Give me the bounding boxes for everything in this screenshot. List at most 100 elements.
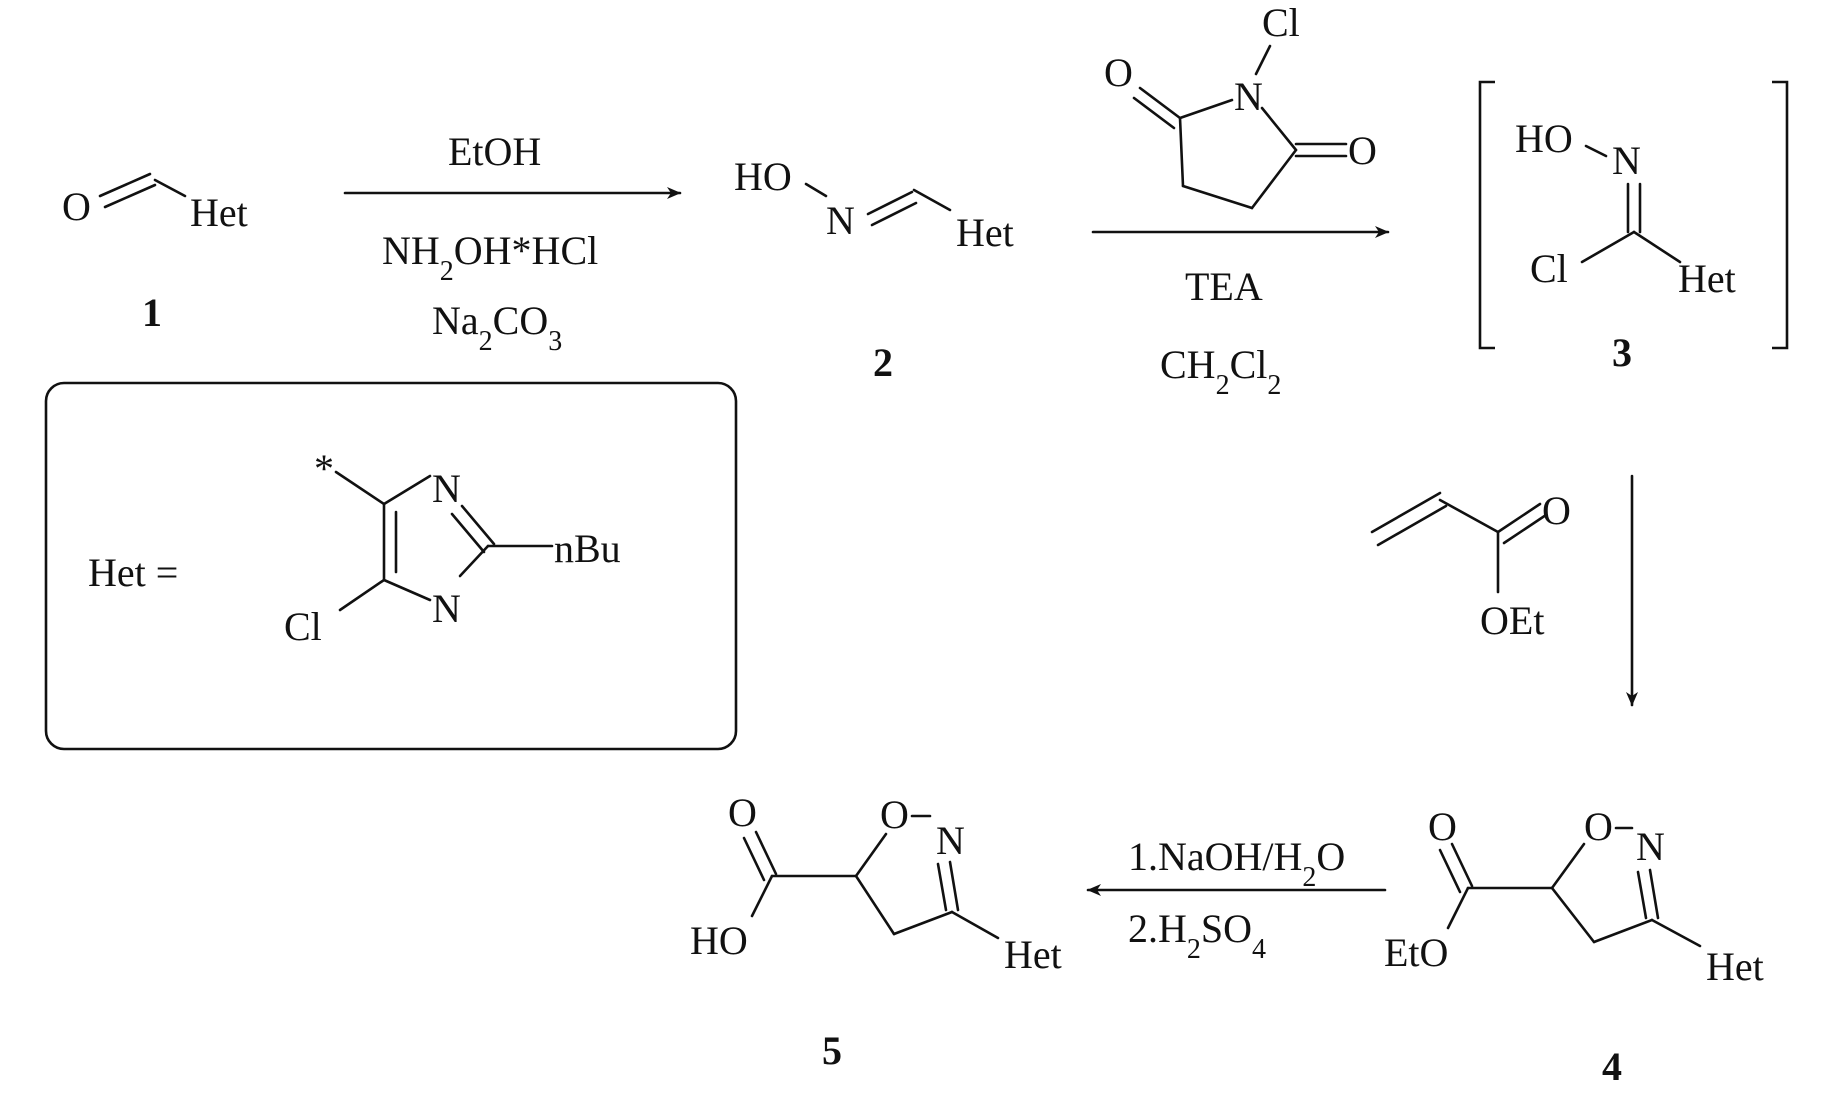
bond <box>450 512 486 554</box>
bond <box>1376 504 1448 547</box>
bond <box>1446 886 1470 930</box>
het-equals-label: Het = <box>88 550 178 595</box>
bond <box>1632 230 1682 264</box>
reagent-ethanol: EtOH <box>448 129 541 174</box>
bond <box>1636 870 1648 920</box>
bond <box>1650 918 1702 948</box>
compound-3: HO N Cl Het 3 <box>1478 80 1789 375</box>
right-bracket <box>1772 80 1789 350</box>
hydroxyl-group: HO <box>690 918 748 963</box>
bond <box>1250 148 1298 210</box>
ring-nitrogen: N <box>936 818 965 863</box>
step-4-arrow: 1.NaOH/H2O 2.H2SO4 <box>1086 834 1387 965</box>
bond <box>1132 96 1176 130</box>
hydroxyl-group: HO <box>1515 116 1573 161</box>
imidazole-nitrogen: N <box>432 466 461 511</box>
bond <box>1370 491 1442 534</box>
bond <box>1584 144 1608 158</box>
nitrogen-atom: N <box>826 198 855 243</box>
het-group: Het <box>1678 256 1736 301</box>
bond <box>912 188 952 212</box>
carbonyl-oxygen: O <box>1542 488 1571 533</box>
hydroxyl-group: HO <box>734 154 792 199</box>
legend-frame <box>44 381 738 751</box>
compound-number: 4 <box>1602 1044 1622 1089</box>
bond <box>1438 498 1500 534</box>
reagent-triethylamine: TEA <box>1185 264 1263 309</box>
carbonyl-oxygen: O <box>728 790 757 835</box>
bond <box>334 470 386 506</box>
ring-oxygen: O <box>880 792 909 837</box>
ring-nitrogen: N <box>1636 824 1665 869</box>
imidazole-nitrogen: N <box>432 586 461 631</box>
bond <box>382 474 432 506</box>
bond <box>936 862 948 912</box>
oxygen-atom: O <box>62 184 91 229</box>
compound-4: O EtO O N Het 4 <box>1384 804 1764 1089</box>
reagent-hydroxylamine: NH2OH*HCl <box>382 228 598 287</box>
nitrogen-atom: N <box>1612 138 1641 183</box>
ethoxy-group: OEt <box>1480 598 1544 643</box>
ethoxy-group: EtO <box>1384 930 1448 975</box>
chlorine-atom: Cl <box>284 604 322 649</box>
bond <box>892 910 954 936</box>
bond <box>1438 848 1462 894</box>
reagent-acid: 2.H2SO4 <box>1128 906 1266 965</box>
chlorine-atom: Cl <box>1262 0 1300 45</box>
carbonyl-oxygen: O <box>1428 804 1457 849</box>
reagent-dichloromethane: CH2Cl2 <box>1160 342 1281 401</box>
het-group: Het <box>190 190 248 235</box>
bond <box>1550 886 1596 944</box>
bond <box>948 860 960 912</box>
chlorine-atom: Cl <box>1530 246 1568 291</box>
compound-2: HO N Het 2 <box>734 154 1014 385</box>
bond <box>950 910 1000 940</box>
compound-number: 2 <box>873 340 893 385</box>
step-1-arrow: EtOH NH2OH*HCl Na2CO3 <box>343 129 682 357</box>
bond <box>1138 86 1182 120</box>
bond <box>1580 230 1636 264</box>
bond <box>98 172 152 198</box>
step-2-arrow: TEA CH2Cl2 <box>1091 226 1390 401</box>
compound-5: O HO O N Het 5 <box>690 790 1062 1073</box>
bond <box>1592 918 1654 944</box>
bond <box>103 183 157 209</box>
reagent-sodium-carbonate: Na2CO3 <box>432 298 562 357</box>
reagent-hydrolysis: 1.NaOH/H2O <box>1128 834 1345 893</box>
butyl-substituent: nBu <box>554 526 621 571</box>
nitrogen-atom: N <box>1234 74 1263 119</box>
bond <box>742 836 766 882</box>
het-definition-box: Het = * N N Cl nBu <box>44 381 738 751</box>
ncs-reagent-structure: Cl N O O <box>1104 0 1377 210</box>
bond <box>1496 502 1542 534</box>
bond <box>870 201 918 227</box>
bond <box>1260 106 1298 152</box>
bond <box>1254 44 1272 76</box>
bond <box>338 578 386 612</box>
het-group: Het <box>1706 944 1764 989</box>
compound-number: 3 <box>1612 330 1632 375</box>
bond <box>1178 116 1185 188</box>
bond <box>1178 98 1234 120</box>
bond <box>460 504 496 546</box>
bond <box>1648 868 1660 920</box>
bond <box>153 178 187 198</box>
bond <box>1450 842 1474 888</box>
bond <box>866 190 914 216</box>
het-group: Het <box>956 210 1014 255</box>
bond <box>804 182 828 198</box>
bond <box>854 874 896 936</box>
attachment-star: * <box>314 446 334 491</box>
bond <box>750 874 774 918</box>
bond <box>1550 842 1586 890</box>
bond <box>382 578 432 602</box>
left-bracket <box>1478 80 1495 350</box>
compound-number: 1 <box>142 290 162 335</box>
compound-1: O Het 1 <box>62 172 248 335</box>
het-group: Het <box>1004 932 1062 977</box>
bond <box>854 832 888 878</box>
carbonyl-oxygen: O <box>1104 50 1133 95</box>
bond <box>458 544 490 578</box>
carbonyl-oxygen: O <box>1348 128 1377 173</box>
